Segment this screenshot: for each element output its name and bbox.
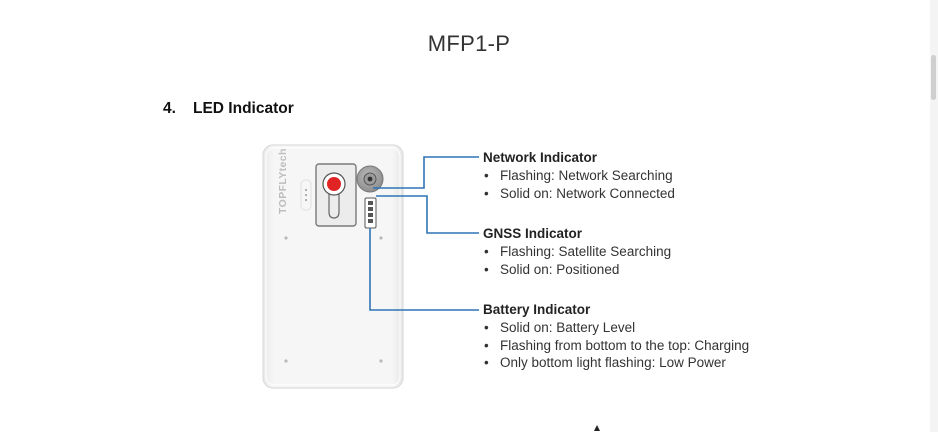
port-dot — [305, 199, 307, 201]
screw-hole — [284, 236, 288, 240]
list-item: Solid on: Battery Level — [483, 319, 803, 337]
list-item: Flashing: Satellite Searching — [483, 243, 803, 261]
network-indicator-block: Network Indicator Flashing: Network Sear… — [483, 149, 803, 202]
scrollbar-thumb[interactable] — [931, 55, 936, 100]
indicator-list: Flashing: Satellite Searching Solid on: … — [483, 243, 803, 278]
list-item: Only bottom light flashing: Low Power — [483, 354, 803, 372]
section-heading: 4. LED Indicator — [163, 100, 294, 118]
gnss-leader-line — [376, 195, 479, 234]
network-leader-line — [373, 156, 479, 189]
battery-leader-line — [369, 228, 479, 311]
indicator-title: Network Indicator — [483, 150, 598, 165]
screw-hole — [379, 236, 383, 240]
list-item: Solid on: Positioned — [483, 261, 803, 279]
section-number: 4. — [163, 100, 176, 117]
list-item: Flashing from bottom to the top: Chargin… — [483, 337, 803, 355]
list-item: Solid on: Network Connected — [483, 185, 803, 203]
port-dot — [305, 189, 307, 191]
scrollbar-track[interactable] — [930, 0, 938, 432]
battery-indicator-block: Battery Indicator Solid on: Battery Leve… — [483, 301, 803, 372]
gnss-indicator-block: GNSS Indicator Flashing: Satellite Searc… — [483, 225, 803, 278]
indicator-list: Flashing: Network Searching Solid on: Ne… — [483, 167, 803, 202]
port-dot — [305, 194, 307, 196]
led-indicator-figure: TOPFLYtech Network Ind — [255, 138, 795, 398]
list-item: Flashing: Network Searching — [483, 167, 803, 185]
brand-logo: TOPFLYtech — [277, 148, 289, 214]
mouse-cursor-icon — [594, 425, 600, 431]
indicator-list: Solid on: Battery Level Flashing from bo… — [483, 319, 803, 372]
red-led — [327, 177, 341, 191]
screw-hole — [379, 359, 383, 363]
indicator-title: Battery Indicator — [483, 302, 591, 317]
device-illustration: TOPFLYtech — [262, 144, 479, 389]
indicator-title: GNSS Indicator — [483, 226, 583, 241]
screw-hole — [284, 359, 288, 363]
page-title: MFP1-P — [427, 31, 511, 56]
section-title: LED Indicator — [193, 100, 294, 117]
